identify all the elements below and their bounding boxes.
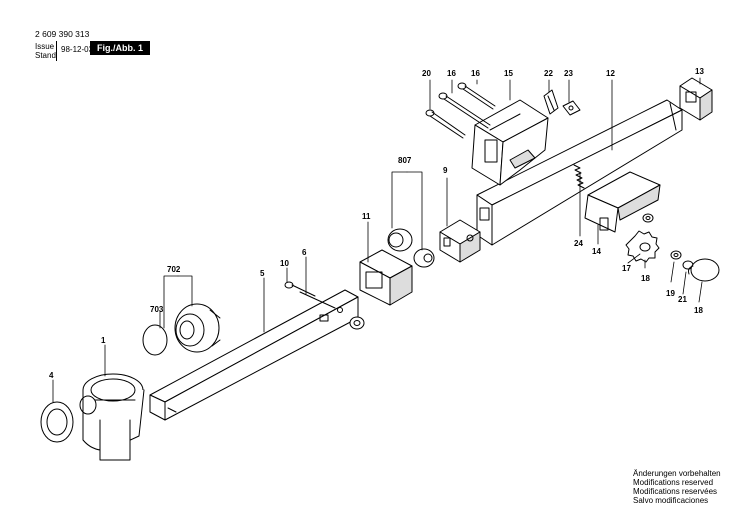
pin-10 xyxy=(284,281,316,297)
issue-divider xyxy=(56,41,57,61)
part-label-9: 9 xyxy=(443,166,448,175)
nut-10b xyxy=(349,316,365,330)
part-label-21: 21 xyxy=(678,295,687,304)
part-label-10: 10 xyxy=(280,259,289,268)
dial-702 xyxy=(174,303,221,353)
part-label-23: 23 xyxy=(564,69,573,78)
part-label-16b: 16 xyxy=(471,69,480,78)
screw-20 xyxy=(425,109,466,139)
footer-line-en: Modifications reserved xyxy=(633,478,714,487)
part-label-703: 703 xyxy=(150,305,164,314)
part-label-702: 702 xyxy=(167,265,181,274)
part-label-14: 14 xyxy=(592,247,601,256)
stand-label: Stand xyxy=(35,51,56,60)
part-label-24: 24 xyxy=(574,239,583,248)
adapter-9 xyxy=(439,219,481,263)
screw-16a xyxy=(438,92,491,129)
disc-703 xyxy=(142,324,168,356)
part-label-12: 12 xyxy=(606,69,615,78)
footer-notice: Änderungen vorbehalten Modifications res… xyxy=(633,469,721,505)
part-label-20: 20 xyxy=(422,69,431,78)
footer-line-de: Änderungen vorbehalten xyxy=(633,469,721,478)
leader-lines xyxy=(52,77,703,403)
part-label-1: 1 xyxy=(101,336,106,345)
end-cap-13 xyxy=(679,77,713,121)
issue-date: 98-12-03 xyxy=(61,45,94,54)
housing-11 xyxy=(359,249,413,306)
screw-16b xyxy=(457,82,496,110)
screw-6 xyxy=(299,291,336,309)
bushing-807 xyxy=(387,228,435,268)
ring-4 xyxy=(40,401,74,443)
washer-17 xyxy=(642,213,654,223)
part-label-17: 17 xyxy=(622,264,631,273)
part-label-13: 13 xyxy=(695,67,704,76)
clip-22 xyxy=(543,89,559,115)
part-label-6: 6 xyxy=(302,248,307,257)
footer-line-es: Salvo modificaciones xyxy=(633,496,709,505)
spring-24 xyxy=(573,164,585,189)
footer-line-fr: Modifications reservées xyxy=(633,487,718,496)
part-label-5: 5 xyxy=(260,269,265,278)
tube-12 xyxy=(476,99,683,246)
figure-badge: Fig./Abb. 1 xyxy=(90,41,150,55)
washer-19 xyxy=(670,250,682,260)
housing-1 xyxy=(79,373,145,461)
part-label-19: 19 xyxy=(666,289,675,298)
part-number-labels: 20 16 16 15 22 23 12 13 807 9 11 24 14 7… xyxy=(49,67,704,380)
part-label-807: 807 xyxy=(398,156,412,165)
part-label-11: 11 xyxy=(362,212,371,221)
part-label-18b: 18 xyxy=(694,306,703,315)
bracket-15 xyxy=(471,99,549,186)
nut-23 xyxy=(562,100,581,116)
document-number: 2 609 390 313 xyxy=(35,29,90,39)
tube-5 xyxy=(149,289,359,421)
cap-18b xyxy=(688,258,720,282)
part-label-16a: 16 xyxy=(447,69,456,78)
part-label-18a: 18 xyxy=(641,274,650,283)
part-label-4: 4 xyxy=(49,371,54,380)
part-label-22: 22 xyxy=(544,69,553,78)
issue-label: Issue xyxy=(35,42,55,51)
part-label-15: 15 xyxy=(504,69,513,78)
knob-18a xyxy=(625,230,660,263)
slider-14 xyxy=(584,171,661,233)
